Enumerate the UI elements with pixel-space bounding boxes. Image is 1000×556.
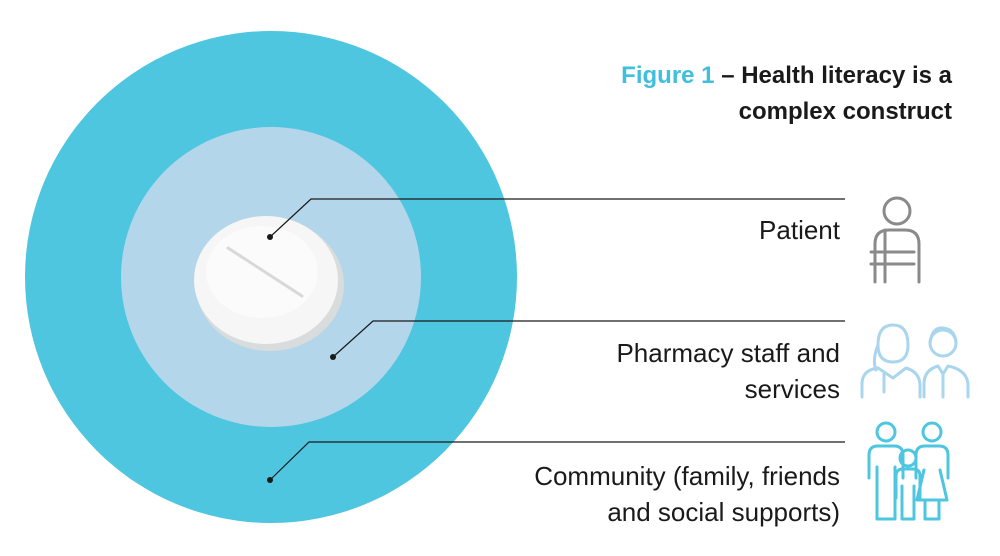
leader-line-pharmacy	[330, 320, 845, 360]
leader-line-community	[267, 441, 845, 483]
leader-line-patient	[267, 198, 845, 240]
patient-arm-sling-icon	[869, 196, 921, 284]
figure-title: Figure 1 – Health literacy is a complex …	[621, 58, 952, 130]
community-label: Community (family, friends and social su…	[534, 458, 840, 530]
figure-label: Figure 1	[621, 62, 715, 89]
patient-label-text: Patient	[759, 215, 840, 245]
pharmacy-label-line-1: Pharmacy staff and	[616, 338, 840, 368]
title-line-2: complex construct	[738, 98, 952, 125]
pharmacy-label-line-2: services	[744, 374, 840, 404]
community-label-line-2: and social supports)	[607, 497, 840, 527]
family-icon	[867, 421, 950, 521]
community-label-line-1: Community (family, friends	[534, 461, 840, 491]
pharmacy-label: Pharmacy staff and services	[616, 335, 840, 407]
title-line-1: Health literacy is a	[741, 62, 952, 89]
pharmacy-staff-icon	[860, 323, 970, 399]
patient-label: Patient	[759, 212, 840, 248]
title-dash: –	[714, 62, 742, 89]
tablet-image	[194, 216, 344, 351]
